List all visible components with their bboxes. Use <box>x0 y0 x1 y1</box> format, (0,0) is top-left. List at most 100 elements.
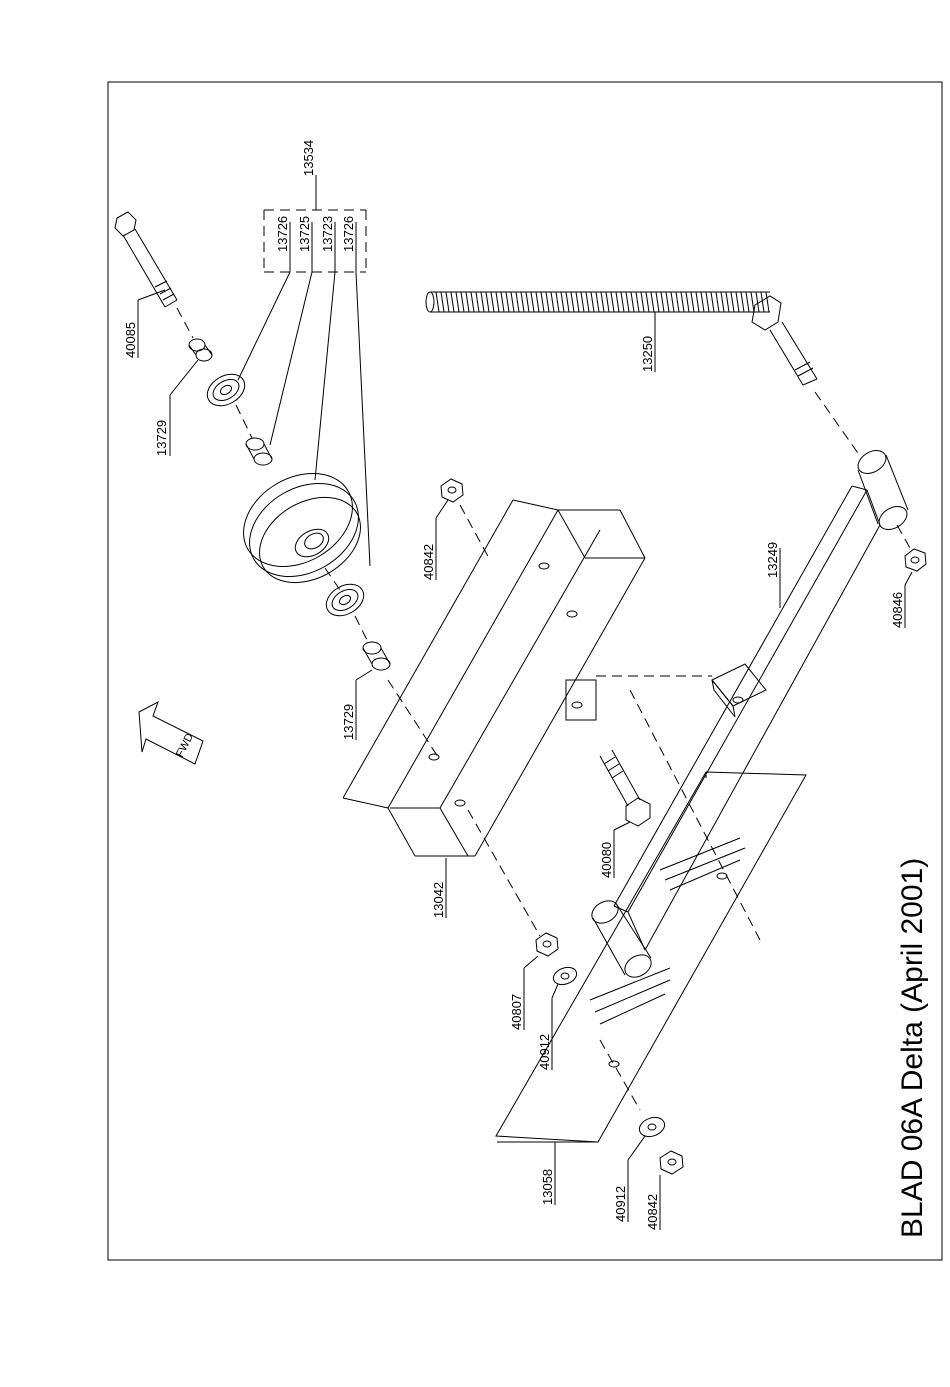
part-label-13534: 13534 <box>301 140 316 176</box>
thread-mark <box>606 292 609 312</box>
thread-mark <box>596 292 599 312</box>
part-label-40842-top: 40842 <box>421 544 436 580</box>
spacer-13729-top <box>189 339 212 361</box>
part-label-13042: 13042 <box>431 882 446 918</box>
part-label-13058: 13058 <box>540 1169 555 1205</box>
thread-mark <box>511 292 514 312</box>
thread-mark <box>611 292 614 312</box>
thread-mark <box>741 292 744 312</box>
nut-40807 <box>536 933 558 956</box>
thread-mark <box>686 292 689 312</box>
part-label-13725: 13725 <box>297 216 312 252</box>
thread-mark <box>681 292 684 312</box>
thread-mark <box>696 292 699 312</box>
drawing-title: BLAD 06A Delta (April 2001) <box>896 858 929 1238</box>
thread-mark <box>536 292 539 312</box>
thread-mark <box>516 292 519 312</box>
part-label-13726-a: 13726 <box>275 216 290 252</box>
thread-mark <box>731 292 734 312</box>
blade-13058 <box>496 772 806 1142</box>
spacer-13725 <box>246 438 272 465</box>
thread-mark <box>651 292 654 312</box>
thread-mark <box>641 292 644 312</box>
thread-mark <box>556 292 559 312</box>
thread-mark <box>756 292 759 312</box>
thread-mark <box>631 292 634 312</box>
thread-mark <box>666 292 669 312</box>
thread-mark <box>761 292 764 312</box>
arm-13249 <box>588 446 911 982</box>
thread-mark <box>671 292 674 312</box>
part-label-40912-bottom: 40912 <box>613 1186 628 1222</box>
thread-mark <box>551 292 554 312</box>
thread-mark <box>481 292 484 312</box>
part-label-40085: 40085 <box>123 322 138 358</box>
thread-mark <box>461 292 464 312</box>
thread-mark <box>466 292 469 312</box>
thread-mark <box>456 292 459 312</box>
thread-mark <box>591 292 594 312</box>
part-label-13729-bottom: 13729 <box>341 704 356 740</box>
thread-mark <box>656 292 659 312</box>
thread-mark <box>531 292 534 312</box>
channel-13042 <box>343 500 645 856</box>
part-label-13729-top: 13729 <box>154 420 169 456</box>
part-label-40846: 40846 <box>890 592 905 628</box>
thread-mark <box>706 292 709 312</box>
thread-mark <box>486 292 489 312</box>
drawing-frame <box>108 82 942 1260</box>
thread-mark <box>526 292 529 312</box>
part-label-40912-mid: 40912 <box>537 1034 552 1070</box>
bolt-40085 <box>115 212 177 307</box>
thread-mark <box>506 292 509 312</box>
thread-mark <box>626 292 629 312</box>
thread-mark <box>646 292 649 312</box>
thread-mark <box>636 292 639 312</box>
fwd-arrow-icon <box>139 702 203 764</box>
thread-mark <box>446 292 449 312</box>
thread-mark <box>726 292 729 312</box>
bearing-13726-bottom <box>321 578 370 622</box>
thread-mark <box>711 292 714 312</box>
bolt-40080 <box>600 750 650 826</box>
thread-mark <box>621 292 624 312</box>
washer-40912-bottom <box>637 1114 668 1140</box>
thread-mark <box>566 292 569 312</box>
thread-mark <box>546 292 549 312</box>
thread-mark <box>541 292 544 312</box>
pulley-13723 <box>227 455 376 600</box>
thread-mark <box>436 292 439 312</box>
thread-mark <box>501 292 504 312</box>
thread-mark <box>561 292 564 312</box>
part-label-40080: 40080 <box>599 842 614 878</box>
thread-mark <box>746 292 749 312</box>
thread-mark <box>496 292 499 312</box>
fwd-label: FWD <box>174 732 196 760</box>
threaded-rod-13250 <box>426 292 817 385</box>
bearing-13726-top <box>202 368 251 412</box>
thread-mark <box>491 292 494 312</box>
thread-mark <box>751 292 754 312</box>
part-label-13249: 13249 <box>765 542 780 578</box>
thread-mark <box>441 292 444 312</box>
thread-mark <box>701 292 704 312</box>
thread-mark <box>471 292 474 312</box>
part-label-13250: 13250 <box>640 336 655 372</box>
thread-mark <box>691 292 694 312</box>
thread-mark <box>766 292 769 312</box>
nut-40846 <box>905 549 926 571</box>
thread-mark <box>736 292 739 312</box>
thread-mark <box>581 292 584 312</box>
nut-40842-top <box>441 479 463 502</box>
part-label-13723: 13723 <box>320 216 335 252</box>
thread-mark <box>586 292 589 312</box>
part-label-40842-bottom: 40842 <box>645 1194 660 1230</box>
thread-mark <box>601 292 604 312</box>
thread-mark <box>616 292 619 312</box>
thread-mark <box>476 292 479 312</box>
part-label-40807: 40807 <box>509 994 524 1030</box>
washer-40912-mid <box>551 964 579 987</box>
spacer-13729-bottom <box>363 642 390 670</box>
thread-mark <box>716 292 719 312</box>
